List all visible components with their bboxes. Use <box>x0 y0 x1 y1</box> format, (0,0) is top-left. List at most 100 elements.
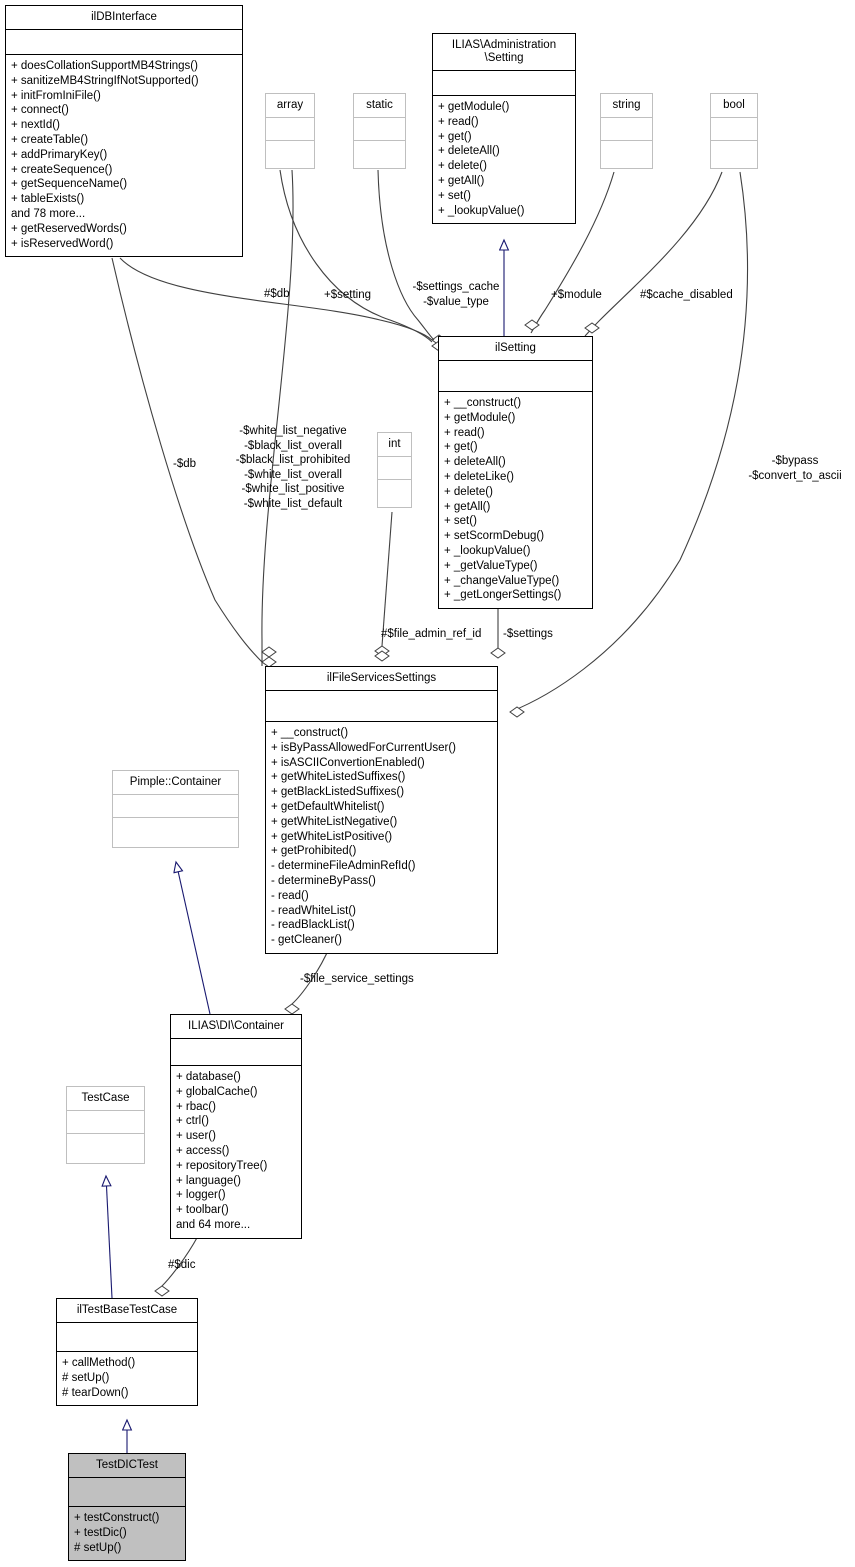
class-box-string[interactable]: string <box>600 93 653 169</box>
class-method-item: # setUp() <box>74 1541 122 1554</box>
divider <box>433 70 575 71</box>
divider <box>378 456 411 457</box>
divider <box>354 140 405 141</box>
edge-label-file-service-settings: -$file_service_settings <box>300 973 414 985</box>
class-method-item: + rbac() <box>176 1100 216 1113</box>
class-method-item: - determineByPass() <box>271 874 376 887</box>
class-methods <box>266 141 314 168</box>
class-method-item: + get() <box>444 441 478 454</box>
class-title: Pimple::Container <box>129 776 222 788</box>
class-method-item: + _lookupValue() <box>438 204 525 217</box>
class-box-testdictest[interactable]: TestDICTest + testConstruct() + testDic()… <box>68 1453 186 1562</box>
edge-label-dic: #$dic <box>168 1259 196 1271</box>
class-method-item: + globalCache() <box>176 1085 258 1098</box>
divider <box>266 140 314 141</box>
class-methods <box>378 480 411 507</box>
class-method-item: + access() <box>176 1144 230 1157</box>
class-method-item: + __construct() <box>271 727 349 739</box>
class-method-item: + _getValueType() <box>444 559 538 572</box>
class-method-item: + read() <box>438 115 479 128</box>
class-methods: + doesCollationSupportMB4Strings()+ sani… <box>6 55 242 256</box>
class-method-item: + delete() <box>438 160 487 173</box>
class-methods <box>711 141 757 168</box>
class-title: TestCase <box>81 1092 130 1104</box>
class-title: array <box>276 99 304 111</box>
class-title: int <box>388 438 401 450</box>
class-attributes <box>69 1478 185 1506</box>
class-method-item: + user() <box>176 1130 216 1143</box>
class-box-testcase[interactable]: TestCase <box>66 1086 145 1164</box>
class-method-item: + getSequenceName() <box>11 178 128 191</box>
divider <box>69 1477 185 1478</box>
divider <box>171 1065 301 1066</box>
class-box-ilias-di-container[interactable]: ILIAS\DI\Container + database()+ globalC… <box>170 1014 302 1239</box>
class-method-item: + get() <box>438 130 472 143</box>
class-box-ilsetting[interactable]: ilSetting + __construct()+ getModule()+ … <box>438 336 593 610</box>
class-attributes <box>439 361 592 391</box>
class-method-item: + getModule() <box>438 101 510 113</box>
class-method-item: - determineFileAdminRefId() <box>271 860 416 873</box>
divider <box>266 721 497 722</box>
class-method-item: + setScormDebug() <box>444 530 545 543</box>
class-method-item: # setUp() <box>62 1371 110 1384</box>
divider <box>113 794 238 795</box>
class-title: string <box>612 99 641 111</box>
class-box-ildbinterface[interactable]: ilDBInterface + doesCollationSupportMB4S… <box>5 5 243 258</box>
class-attributes <box>113 795 238 817</box>
class-method-item: + deleteAll() <box>438 145 500 158</box>
edge-label-file-admin-ref-id: #$file_admin_ref_id <box>381 628 482 640</box>
class-box-ilfileservicessettings[interactable]: ilFileServicesSettings + __construct()+ … <box>265 666 498 954</box>
class-method-item: + getAll() <box>438 174 485 187</box>
divider <box>67 1133 144 1134</box>
class-method-item: + database() <box>176 1071 241 1083</box>
class-methods: + callMethod()# setUp()# tearDown() <box>57 1352 197 1405</box>
class-methods <box>113 818 238 847</box>
class-title: ILIAS\Administration \Setting <box>451 39 557 64</box>
class-attributes <box>378 457 411 479</box>
edge-label-db-dash: -$db <box>173 458 197 470</box>
class-box-int[interactable]: int <box>377 432 412 508</box>
edge-label-setting: +$setting <box>324 289 371 301</box>
class-attributes <box>57 1323 197 1351</box>
class-box-array[interactable]: array <box>265 93 315 169</box>
class-method-item: + getProhibited() <box>271 845 357 858</box>
class-methods: + __construct()+ getModule()+ read()+ ge… <box>439 392 592 608</box>
divider <box>113 817 238 818</box>
class-method-item: + ctrl() <box>176 1115 209 1128</box>
class-method-item: and 64 more... <box>176 1218 251 1231</box>
class-title: static <box>366 99 393 111</box>
class-method-item: + sanitizeMB4StringIfNotSupported() <box>11 74 199 87</box>
class-box-ilias-administration-setting[interactable]: ILIAS\Administration \Setting + getModul… <box>432 33 576 225</box>
divider <box>266 117 314 118</box>
class-attributes <box>601 118 652 140</box>
class-attributes <box>433 71 575 95</box>
class-method-item: + testDic() <box>74 1526 127 1539</box>
class-method-item: + testConstruct() <box>74 1512 160 1524</box>
class-method-item: + _getLongerSettings() <box>444 589 562 602</box>
class-method-item: - read() <box>271 889 309 902</box>
edge-label-bypass: -$bypass -$convert_to_ascii <box>748 455 842 482</box>
divider <box>354 117 405 118</box>
class-method-item: + logger() <box>176 1189 226 1202</box>
class-method-item: + tableExists() <box>11 193 85 206</box>
class-method-item: + addPrimaryKey() <box>11 148 108 161</box>
class-method-item: + connect() <box>11 104 69 117</box>
class-method-item: + getWhiteListPositive() <box>271 830 393 843</box>
class-method-item: + set() <box>438 189 471 202</box>
edge-label-db-hash: #$db <box>264 288 290 300</box>
class-box-iltestbasetestcase[interactable]: ilTestBaseTestCase + callMethod()# setUp… <box>56 1298 198 1407</box>
class-methods <box>601 141 652 168</box>
class-method-item: + language() <box>176 1174 241 1187</box>
class-method-item: + callMethod() <box>62 1357 136 1369</box>
class-box-pimple-container[interactable]: Pimple::Container <box>112 770 239 848</box>
class-method-item: + initFromIniFile() <box>11 89 101 102</box>
class-box-static[interactable]: static <box>353 93 406 169</box>
class-box-bool[interactable]: bool <box>710 93 758 169</box>
edge-label-module: +$module <box>551 289 602 301</box>
class-attributes <box>171 1039 301 1065</box>
class-title: TestDICTest <box>96 1459 158 1471</box>
class-method-item: + set() <box>444 515 477 528</box>
divider <box>67 1110 144 1111</box>
class-method-item: + isASCIIConvertionEnabled() <box>271 756 425 769</box>
